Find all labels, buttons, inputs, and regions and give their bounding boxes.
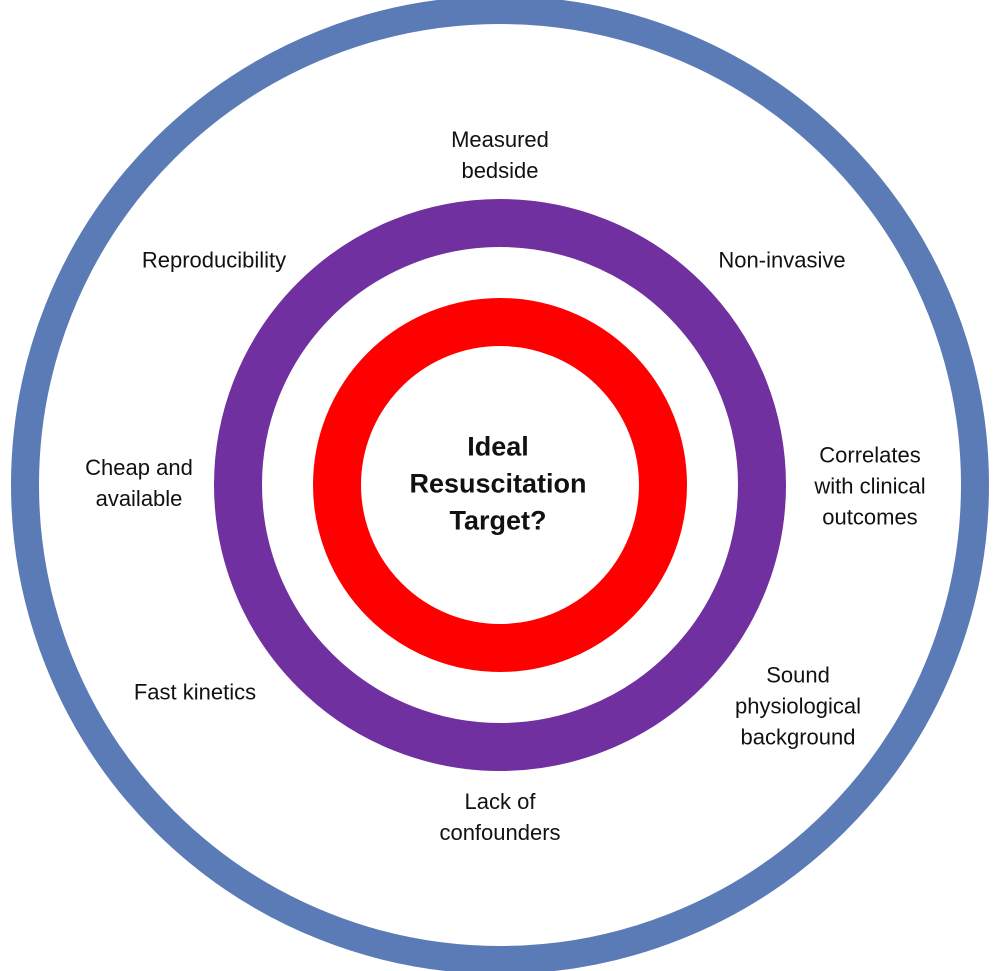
criterion-line: Measured <box>451 127 549 152</box>
center-title-line: Target? <box>449 505 547 536</box>
criterion-non-invasive: Non-invasive <box>718 245 845 276</box>
center-title: Ideal Resuscitation Target? <box>409 429 586 540</box>
criterion-line: Fast kinetics <box>133 679 257 705</box>
criterion-line: outcomes <box>822 504 918 530</box>
criterion-line: Sound <box>766 662 830 688</box>
criterion-line: Cheap and <box>85 455 193 480</box>
criterion-line: Correlates <box>819 442 921 468</box>
middle-ring <box>214 199 786 771</box>
criterion-sound-physiological-background: Sound physiological background <box>735 660 861 753</box>
inner-ring <box>313 298 687 672</box>
center-title-line: Resuscitation <box>409 468 587 499</box>
criterion-line: background <box>740 724 856 750</box>
criterion-line: confounders <box>439 820 561 845</box>
criterion-line: Lack of <box>464 789 536 814</box>
outer-ring <box>11 0 989 971</box>
criterion-line: Reproducibility <box>141 247 287 273</box>
criterion-line: bedside <box>461 158 539 183</box>
criterion-line: available <box>95 486 183 511</box>
criterion-fast-kinetics: Fast kinetics <box>134 677 256 708</box>
criterion-line: with clinical <box>814 473 926 499</box>
criterion-line: Non-invasive <box>718 247 846 273</box>
criterion-lack-of-confounders: Lack of confounders <box>439 786 560 848</box>
center-title-line: Ideal <box>467 431 529 462</box>
criterion-cheap-and-available: Cheap and available <box>85 452 193 514</box>
criterion-reproducibility: Reproducibility <box>142 245 286 276</box>
criterion-line: physiological <box>735 693 861 719</box>
criterion-measured-bedside: Measured bedside <box>451 124 549 186</box>
criterion-correlates-with-clinical-outcomes: Correlates with clinical outcomes <box>814 440 925 533</box>
